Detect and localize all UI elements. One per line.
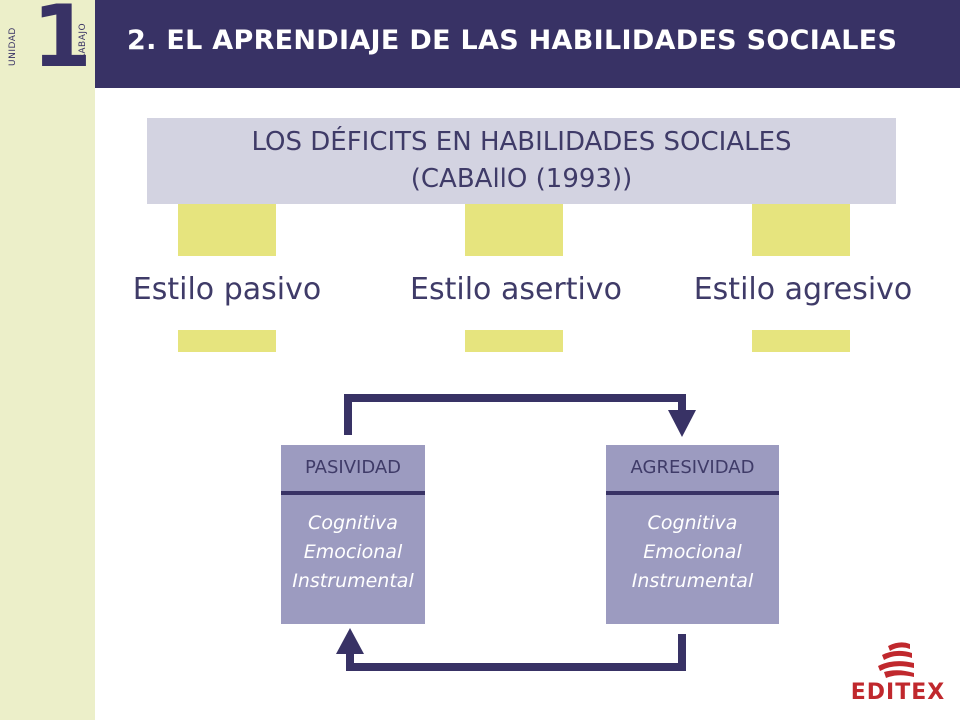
card-item: Cognitiva xyxy=(647,512,738,534)
card-title: AGRESIVIDAD xyxy=(606,445,779,495)
connector-bar-bottom-pasivo xyxy=(178,330,276,352)
card-body: Cognitiva Emocional Instrumental xyxy=(281,495,425,596)
card-item: Emocional xyxy=(643,541,742,563)
card-item: Instrumental xyxy=(631,570,754,592)
main-title-line2: (CABAllO (1993)) xyxy=(410,164,633,194)
editex-logo: EDITEX xyxy=(848,638,948,710)
card-item: Instrumental xyxy=(292,570,414,592)
style-label-agresivo: Estilo agresivo xyxy=(693,272,913,307)
connector-bar-top-pasivo xyxy=(178,204,276,256)
main-title-line1: LOS DÉFICITS EN HABILIDADES SOCIALES xyxy=(251,127,792,157)
side-strip xyxy=(0,0,95,720)
arrow-pasividad-to-agresividad xyxy=(344,394,686,435)
card-item: Emocional xyxy=(303,541,403,563)
unit-badge: UNIDAD 1 TRABAJO xyxy=(0,0,95,88)
unit-number: 1 xyxy=(32,0,92,87)
connector-bar-top-agresivo xyxy=(752,204,850,256)
card-agresividad: AGRESIVIDAD Cognitiva Emocional Instrume… xyxy=(606,445,779,624)
connector-bar-top-asertivo xyxy=(465,204,563,256)
style-label-asertivo: Estilo asertivo xyxy=(410,272,622,307)
connector-bar-bottom-agresivo xyxy=(752,330,850,352)
connector-bar-bottom-asertivo xyxy=(465,330,563,352)
arrow-head-down-icon xyxy=(668,410,696,437)
arrow-head-up-icon xyxy=(336,628,364,654)
card-body: Cognitiva Emocional Instrumental xyxy=(606,495,779,596)
header-bar xyxy=(95,0,960,88)
card-item: Cognitiva xyxy=(308,512,398,534)
main-title-box: LOS DÉFICITS EN HABILIDADES SOCIALES (CA… xyxy=(147,118,896,204)
card-title: PASIVIDAD xyxy=(281,445,425,495)
editex-book-logo-icon xyxy=(878,642,914,678)
arrow-agresividad-to-pasividad xyxy=(346,634,686,671)
logo-text: EDITEX xyxy=(850,680,946,705)
page-title: 2. EL APRENDIAJE DE LAS HABILIDADES SOCI… xyxy=(127,25,898,56)
style-label-pasivo: Estilo pasivo xyxy=(132,272,322,307)
card-pasividad: PASIVIDAD Cognitiva Emocional Instrument… xyxy=(281,445,425,624)
